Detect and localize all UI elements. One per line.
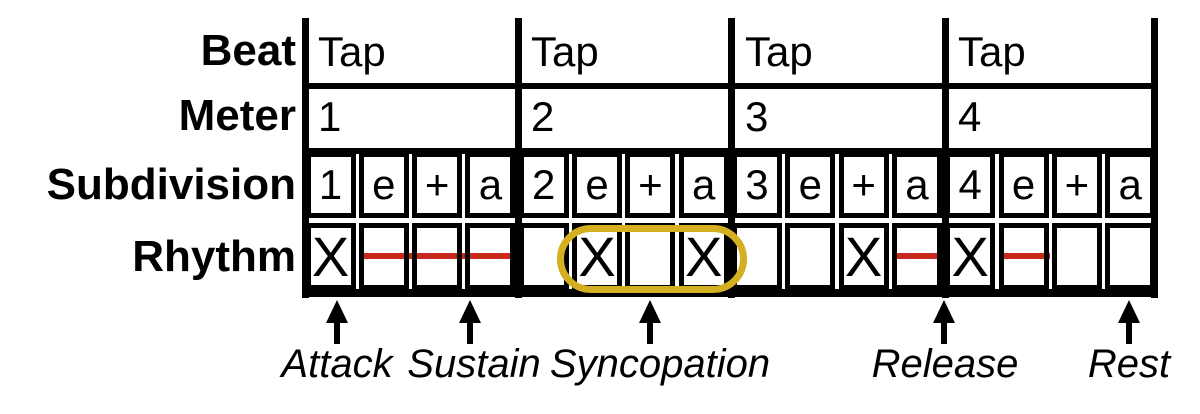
subdivision-cell: e <box>785 152 836 218</box>
rhythm-cell <box>998 223 1049 290</box>
meter-cell-3: 3 <box>745 93 769 140</box>
rhythm-cell: X <box>838 223 889 290</box>
annotation-sustain-label: Sustain <box>407 342 541 386</box>
beat-boundary-line <box>942 18 949 298</box>
beat-cell-2: Tap <box>531 28 599 75</box>
subdivision-cell: e <box>358 152 409 218</box>
subdivision-cell: a <box>1105 152 1156 218</box>
syncopation-circle <box>557 225 747 293</box>
row-label-meter: Meter <box>178 91 296 140</box>
syncopation-arrow-icon <box>635 300 665 344</box>
beat-cell-3: Tap <box>745 28 813 75</box>
subdivision-cell: e <box>572 152 623 218</box>
subdivision-cell: + <box>625 152 676 218</box>
row-label-beat: Beat <box>200 26 296 75</box>
subdivision-cell: 1 <box>305 152 356 218</box>
rhythm-cell <box>465 223 516 290</box>
release-arrow-icon <box>929 300 959 344</box>
subdivision-cell: a <box>891 152 942 218</box>
subdivision-cell: 2 <box>518 152 569 218</box>
subdivision-cell: 4 <box>945 152 996 218</box>
sustain-arrow-icon <box>455 300 485 344</box>
row-label-rhythm: Rhythm <box>132 232 296 281</box>
rhythm-cell <box>1051 223 1102 290</box>
annotation-syncopation-label: Syncopation <box>549 342 771 386</box>
meter-cell-4: 4 <box>958 93 982 140</box>
annotation-release-label: Release <box>871 342 1019 386</box>
arrow-head <box>459 300 481 323</box>
rhythm-cell <box>785 223 836 290</box>
arrow-head <box>933 300 955 323</box>
arrow-head <box>326 300 348 323</box>
meter-cell-2: 2 <box>531 93 555 140</box>
rhythm-cell <box>1105 223 1156 290</box>
beat-boundary-line <box>728 18 735 298</box>
arrow-shaft <box>647 322 653 344</box>
subdivision-cell: e <box>998 152 1049 218</box>
row-label-subdivision: Subdivision <box>46 160 296 209</box>
beat-boundary-line <box>515 18 522 298</box>
rhythm-cell <box>358 223 409 290</box>
beat-boundary-line <box>1151 18 1158 298</box>
arrow-shaft <box>1126 322 1132 344</box>
rhythm-cell: X <box>945 223 996 290</box>
beat-boundary-line <box>302 18 309 298</box>
meter-cell-1: 1 <box>318 93 342 140</box>
annotation-rest-label: Rest <box>1087 342 1171 386</box>
subdivision-cell: + <box>838 152 889 218</box>
beat-cell-1: Tap <box>318 28 386 75</box>
annotation-attack-label: Attack <box>281 342 393 386</box>
sustain-line <box>361 253 517 259</box>
arrow-shaft <box>941 322 947 344</box>
arrow-shaft <box>467 322 473 344</box>
rhythm-cell: X <box>305 223 356 290</box>
subdivision-cell: a <box>465 152 516 218</box>
arrow-head <box>1118 300 1140 323</box>
subdivision-cell: a <box>678 152 729 218</box>
arrow-shaft <box>334 322 340 344</box>
rest-arrow-icon <box>1114 300 1144 344</box>
subdivision-cell: + <box>412 152 463 218</box>
subdivision-cell: + <box>1051 152 1102 218</box>
rhythm-cell <box>891 223 942 290</box>
attack-arrow-icon <box>322 300 352 344</box>
sustain-line <box>897 253 941 259</box>
subdivision-cell: 3 <box>731 152 782 218</box>
rhythm-cell <box>412 223 463 290</box>
beat-cell-4: Tap <box>958 28 1026 75</box>
sustain-line <box>999 253 1050 259</box>
arrow-head <box>639 300 661 323</box>
